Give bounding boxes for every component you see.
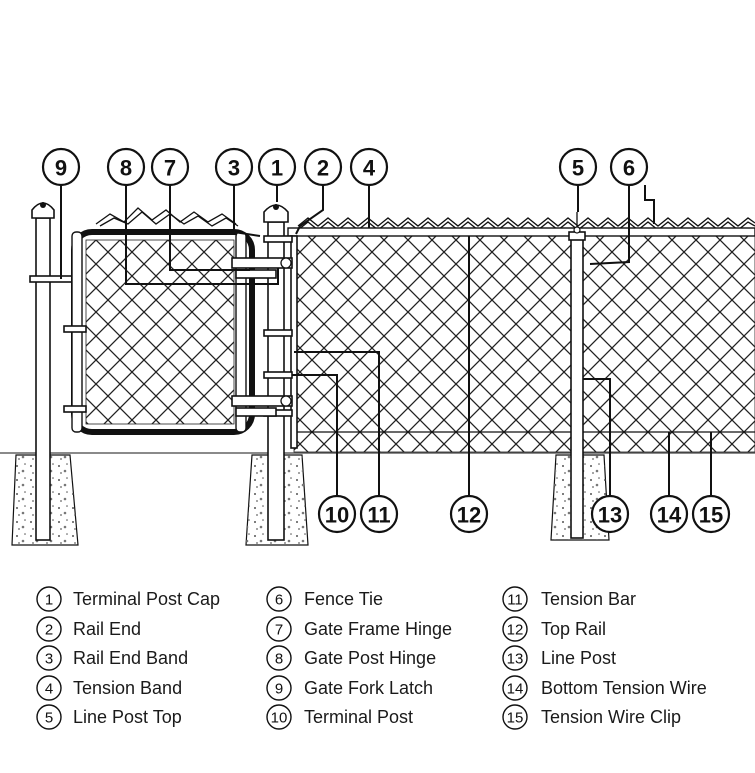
callout-15: 15 xyxy=(691,494,731,534)
leader-lines xyxy=(60,185,712,496)
callout-11: 11 xyxy=(359,494,399,534)
gate xyxy=(63,207,255,435)
legend-number: 6 xyxy=(275,592,283,609)
callout-6: 6 xyxy=(609,147,649,187)
callout-6-number: 6 xyxy=(623,156,635,181)
callout-13-number: 13 xyxy=(598,503,622,528)
callout-12: 12 xyxy=(449,494,489,534)
legend-item-5: 5 Line Post Top xyxy=(36,704,182,730)
fence-mesh xyxy=(293,231,755,453)
callout-2-number: 2 xyxy=(317,156,329,181)
legend-label: Line Post xyxy=(541,648,616,668)
legend-item-1: 1 Terminal Post Cap xyxy=(36,586,220,612)
callout-14-number: 14 xyxy=(657,503,682,528)
legend-number: 10 xyxy=(271,710,288,727)
callout-4-number: 4 xyxy=(363,156,376,181)
legend-item-4: 4 Tension Band xyxy=(36,675,182,701)
legend-label: Line Post Top xyxy=(73,707,182,727)
legend-number: 2 xyxy=(45,622,53,639)
callout-15-number: 15 xyxy=(699,503,723,528)
legend-number: 5 xyxy=(45,710,53,727)
legend-number: 9 xyxy=(275,681,283,698)
legend-label: Rail End Band xyxy=(73,648,188,668)
legend: 1 Terminal Post Cap 2 Rail End 3 Rail End B… xyxy=(36,586,707,730)
legend-number: 1 xyxy=(45,592,53,609)
callout-1: 1 xyxy=(257,147,297,187)
legend-item-14: 14 Bottom Tension Wire xyxy=(502,675,707,701)
legend-item-12: 12 Top Rail xyxy=(502,616,606,642)
legend-number: 8 xyxy=(275,651,283,668)
legend-number: 3 xyxy=(45,651,53,668)
top-rail xyxy=(287,227,755,237)
legend-number: 4 xyxy=(45,681,53,698)
legend-label: Gate Post Hinge xyxy=(304,648,436,668)
legend-item-9: 9 Gate Fork Latch xyxy=(266,675,433,701)
callout-10: 10 xyxy=(317,494,357,534)
callout-7-number: 7 xyxy=(164,156,176,181)
callout-13: 13 xyxy=(590,494,630,534)
gate-hinges xyxy=(231,257,293,417)
callout-5-number: 5 xyxy=(572,156,584,181)
legend-label: Tension Bar xyxy=(541,589,636,609)
legend-label: Top Rail xyxy=(541,619,606,639)
legend-item-8: 8 Gate Post Hinge xyxy=(266,645,436,671)
legend-label: Fence Tie xyxy=(304,589,383,609)
callout-10-number: 10 xyxy=(325,503,349,528)
callout-9-number: 9 xyxy=(55,156,67,181)
legend-label: Gate Frame Hinge xyxy=(304,619,452,639)
legend-item-11: 11 Tension Bar xyxy=(502,586,636,612)
terminal-post xyxy=(263,204,293,541)
concrete-footings xyxy=(11,454,610,546)
legend-label: Gate Fork Latch xyxy=(304,678,433,698)
legend-label: Terminal Post Cap xyxy=(73,589,220,609)
legend-number: 11 xyxy=(507,592,523,609)
legend-label: Terminal Post xyxy=(304,707,413,727)
callout-3-number: 3 xyxy=(228,156,240,181)
callout-11-number: 11 xyxy=(367,503,390,528)
callout-1-number: 1 xyxy=(271,156,283,181)
legend-number: 13 xyxy=(507,651,524,668)
line-post xyxy=(568,212,586,539)
callout-2: 2 xyxy=(303,147,343,187)
legend-label: Rail End xyxy=(73,619,141,639)
legend-number: 7 xyxy=(275,622,283,639)
legend-item-6: 6 Fence Tie xyxy=(266,586,383,612)
legend-item-10: 10 Terminal Post xyxy=(266,704,413,730)
callout-8-number: 8 xyxy=(120,156,132,181)
callout-4: 4 xyxy=(349,147,389,187)
callout-5: 5 xyxy=(558,147,598,187)
legend-number: 12 xyxy=(507,622,524,639)
callout-7: 7 xyxy=(150,147,190,187)
callout-12-number: 12 xyxy=(457,503,481,528)
callout-9: 9 xyxy=(41,147,81,187)
legend-item-3: 3 Rail End Band xyxy=(36,645,188,671)
callout-8: 8 xyxy=(106,147,146,187)
legend-number: 15 xyxy=(507,710,524,727)
legend-item-15: 15 Tension Wire Clip xyxy=(502,704,681,730)
legend-item-13: 13 Line Post xyxy=(502,645,616,671)
legend-label: Tension Band xyxy=(73,678,182,698)
legend-number: 14 xyxy=(507,681,524,698)
legend-item-2: 2 Rail End xyxy=(36,616,141,642)
legend-label: Tension Wire Clip xyxy=(541,707,681,727)
callout-3: 3 xyxy=(214,147,254,187)
legend-item-7: 7 Gate Frame Hinge xyxy=(266,616,452,642)
legend-label: Bottom Tension Wire xyxy=(541,678,707,698)
callout-14: 14 xyxy=(649,494,689,534)
tension-bar xyxy=(290,235,298,449)
